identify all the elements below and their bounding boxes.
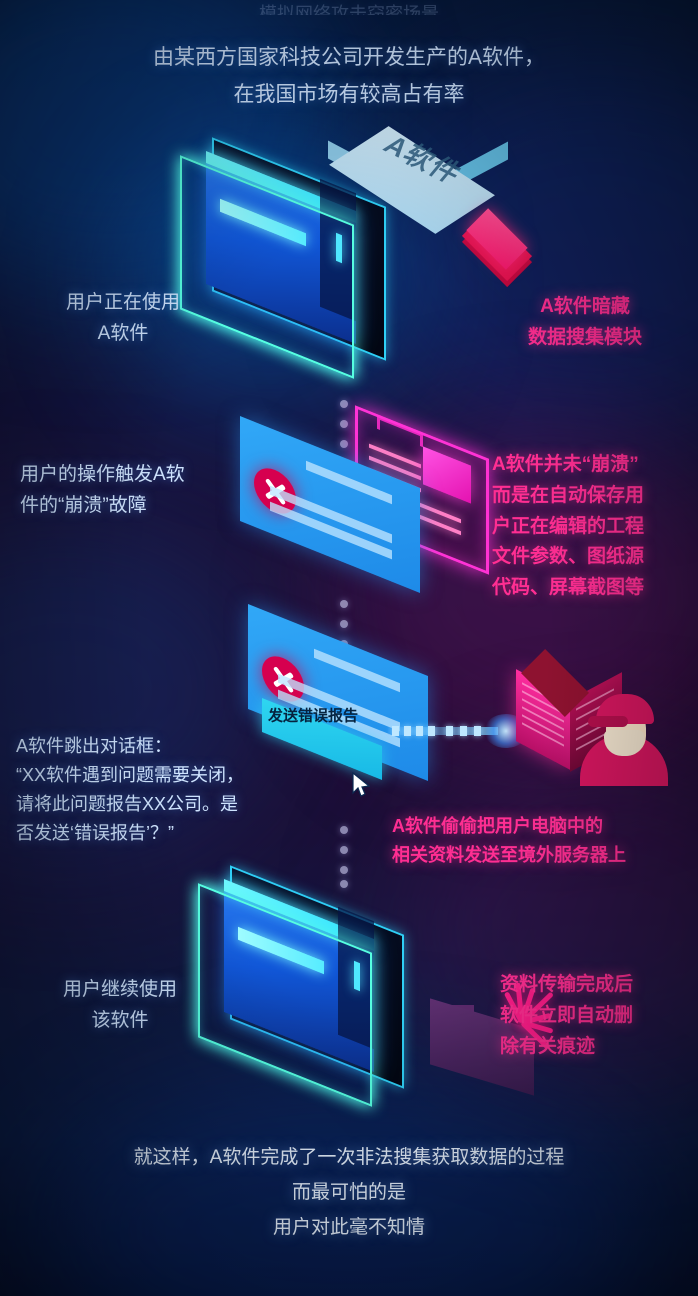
send-error-report-label: 发送错误报告: [268, 707, 359, 725]
data-packet: [446, 726, 453, 736]
step3-right-caption: A软件偷偷把用户电脑中的 相关资料发送至境外服务器上: [392, 816, 626, 866]
step4-right-caption: 资料传输完成后 软件立即自动删 除有关痕迹: [500, 974, 634, 1057]
dot: [340, 600, 348, 608]
dot: [340, 880, 348, 888]
step3-left-caption: A软件跳出对话框： “XX软件遇到问题需要关闭， 请将此问题报告XX公司。是 否…: [16, 736, 245, 844]
data-packet: [404, 726, 411, 736]
data-packet: [474, 726, 481, 736]
dot: [340, 866, 348, 874]
dot: [340, 826, 348, 834]
data-transfer-beam: [388, 714, 528, 748]
data-packet: [392, 726, 399, 736]
mouse-cursor-icon: [352, 772, 370, 797]
dot: [340, 400, 348, 408]
connector-dots: [340, 880, 348, 900]
dot: [340, 420, 348, 428]
step4-left-caption: 用户继续使用 该软件: [62, 979, 177, 1031]
dot: [340, 620, 348, 628]
step1-left-caption: 用户正在使用 A软件: [65, 292, 180, 344]
beam-track: [388, 727, 498, 735]
data-packet: [460, 726, 467, 736]
data-packet: [416, 726, 423, 736]
step1-right-caption: A软件暗藏 数据搜集模块: [527, 296, 642, 348]
data-packet: [428, 726, 435, 736]
hacker-figure-icon: [580, 690, 670, 786]
connector-dots: [340, 826, 348, 886]
dot: [340, 846, 348, 854]
deleted-folder-icon: [430, 998, 534, 1096]
crash-dialog-step2: [240, 416, 450, 593]
hidden-module-chip-icon: [447, 208, 551, 290]
hacker-mask: [604, 730, 644, 756]
isometric-monitor-step4: [190, 865, 440, 1135]
footer-partial-text: 模拟网络攻击窃密场景: [259, 4, 439, 15]
dot: [340, 440, 348, 448]
hacker-cap-brim: [588, 716, 628, 727]
conclusion-text: 就这样，A软件完成了一次非法搜集获取数据的过程 而最可怕的是 用户对此毫不知情: [133, 1147, 565, 1239]
page-headline: 由某西方国家科技公司开发生产的A软件， 在我国市场有较高占有率: [152, 46, 545, 106]
step2-right-caption: A软件并未“崩溃” 而是在自动保存用 户正在编辑的工程 文件参数、图纸源 代码、…: [492, 454, 645, 599]
step2-left-caption: 用户的操作触发A软 件的“崩溃”故障: [20, 464, 185, 516]
